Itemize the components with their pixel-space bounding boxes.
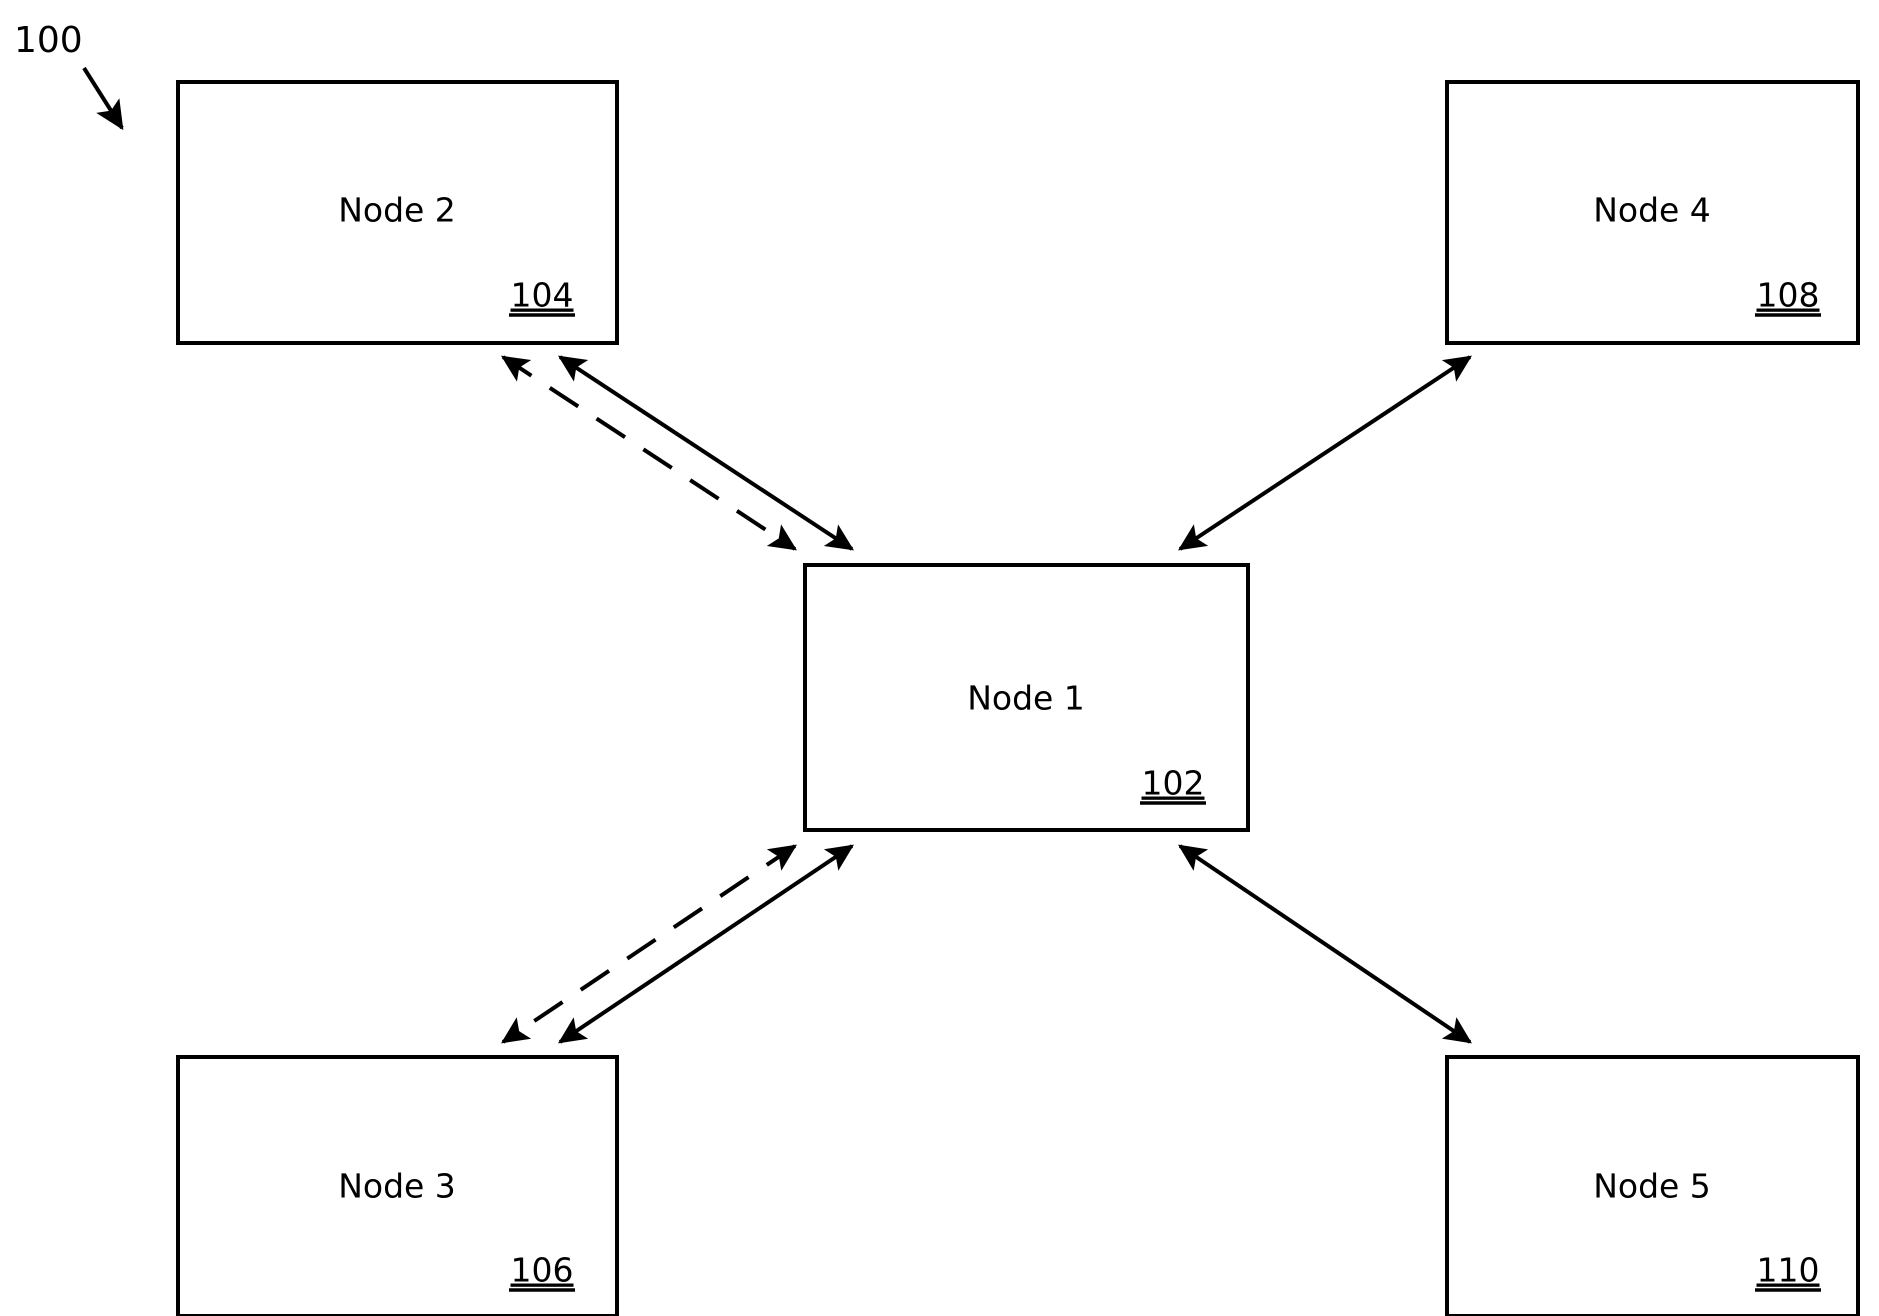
node-4-rect[interactable] (1445, 80, 1860, 345)
connection-node1-node5-solid (1178, 844, 1472, 1044)
node-1-label: Node 1 (967, 679, 1085, 718)
node-5-rect[interactable] (1445, 1055, 1860, 1316)
node-5-ref-numeral: 110 (1757, 1251, 1820, 1290)
node-2-ref-numeral: 104 (511, 276, 574, 315)
node-box-node-5[interactable]: Node 5 110 (1445, 1055, 1860, 1316)
node-1-rect[interactable] (803, 563, 1250, 832)
node-3-rect[interactable] (176, 1055, 619, 1316)
node-box-node-2[interactable]: Node 2 104 (176, 80, 619, 345)
node-box-node-4[interactable]: Node 4 108 (1445, 80, 1860, 345)
node-box-node-3[interactable]: Node 3 106 (176, 1055, 619, 1316)
node-2-label: Node 2 (338, 191, 456, 230)
node-4-ref-numeral: 108 (1757, 276, 1820, 315)
figure-pointer (82, 66, 124, 131)
connection-node1-node3-solid (558, 844, 854, 1044)
connection-node1-node2-dashed (500, 355, 798, 551)
connection-node1-node4-solid (1177, 355, 1473, 551)
node-2-rect[interactable] (176, 80, 619, 345)
node-3-ref-numeral: 106 (511, 1251, 574, 1290)
node-4-label: Node 4 (1593, 191, 1711, 230)
connection-node1-node3-dashed (501, 844, 797, 1044)
node-box-node-1[interactable]: Node 1 102 (803, 563, 1250, 832)
connection-node1-node2-solid (557, 355, 855, 551)
node-1-ref-numeral: 102 (1142, 764, 1205, 803)
node-3-label: Node 3 (338, 1167, 456, 1206)
figure-number: 100 (14, 20, 83, 61)
node-5-label: Node 5 (1593, 1167, 1711, 1206)
